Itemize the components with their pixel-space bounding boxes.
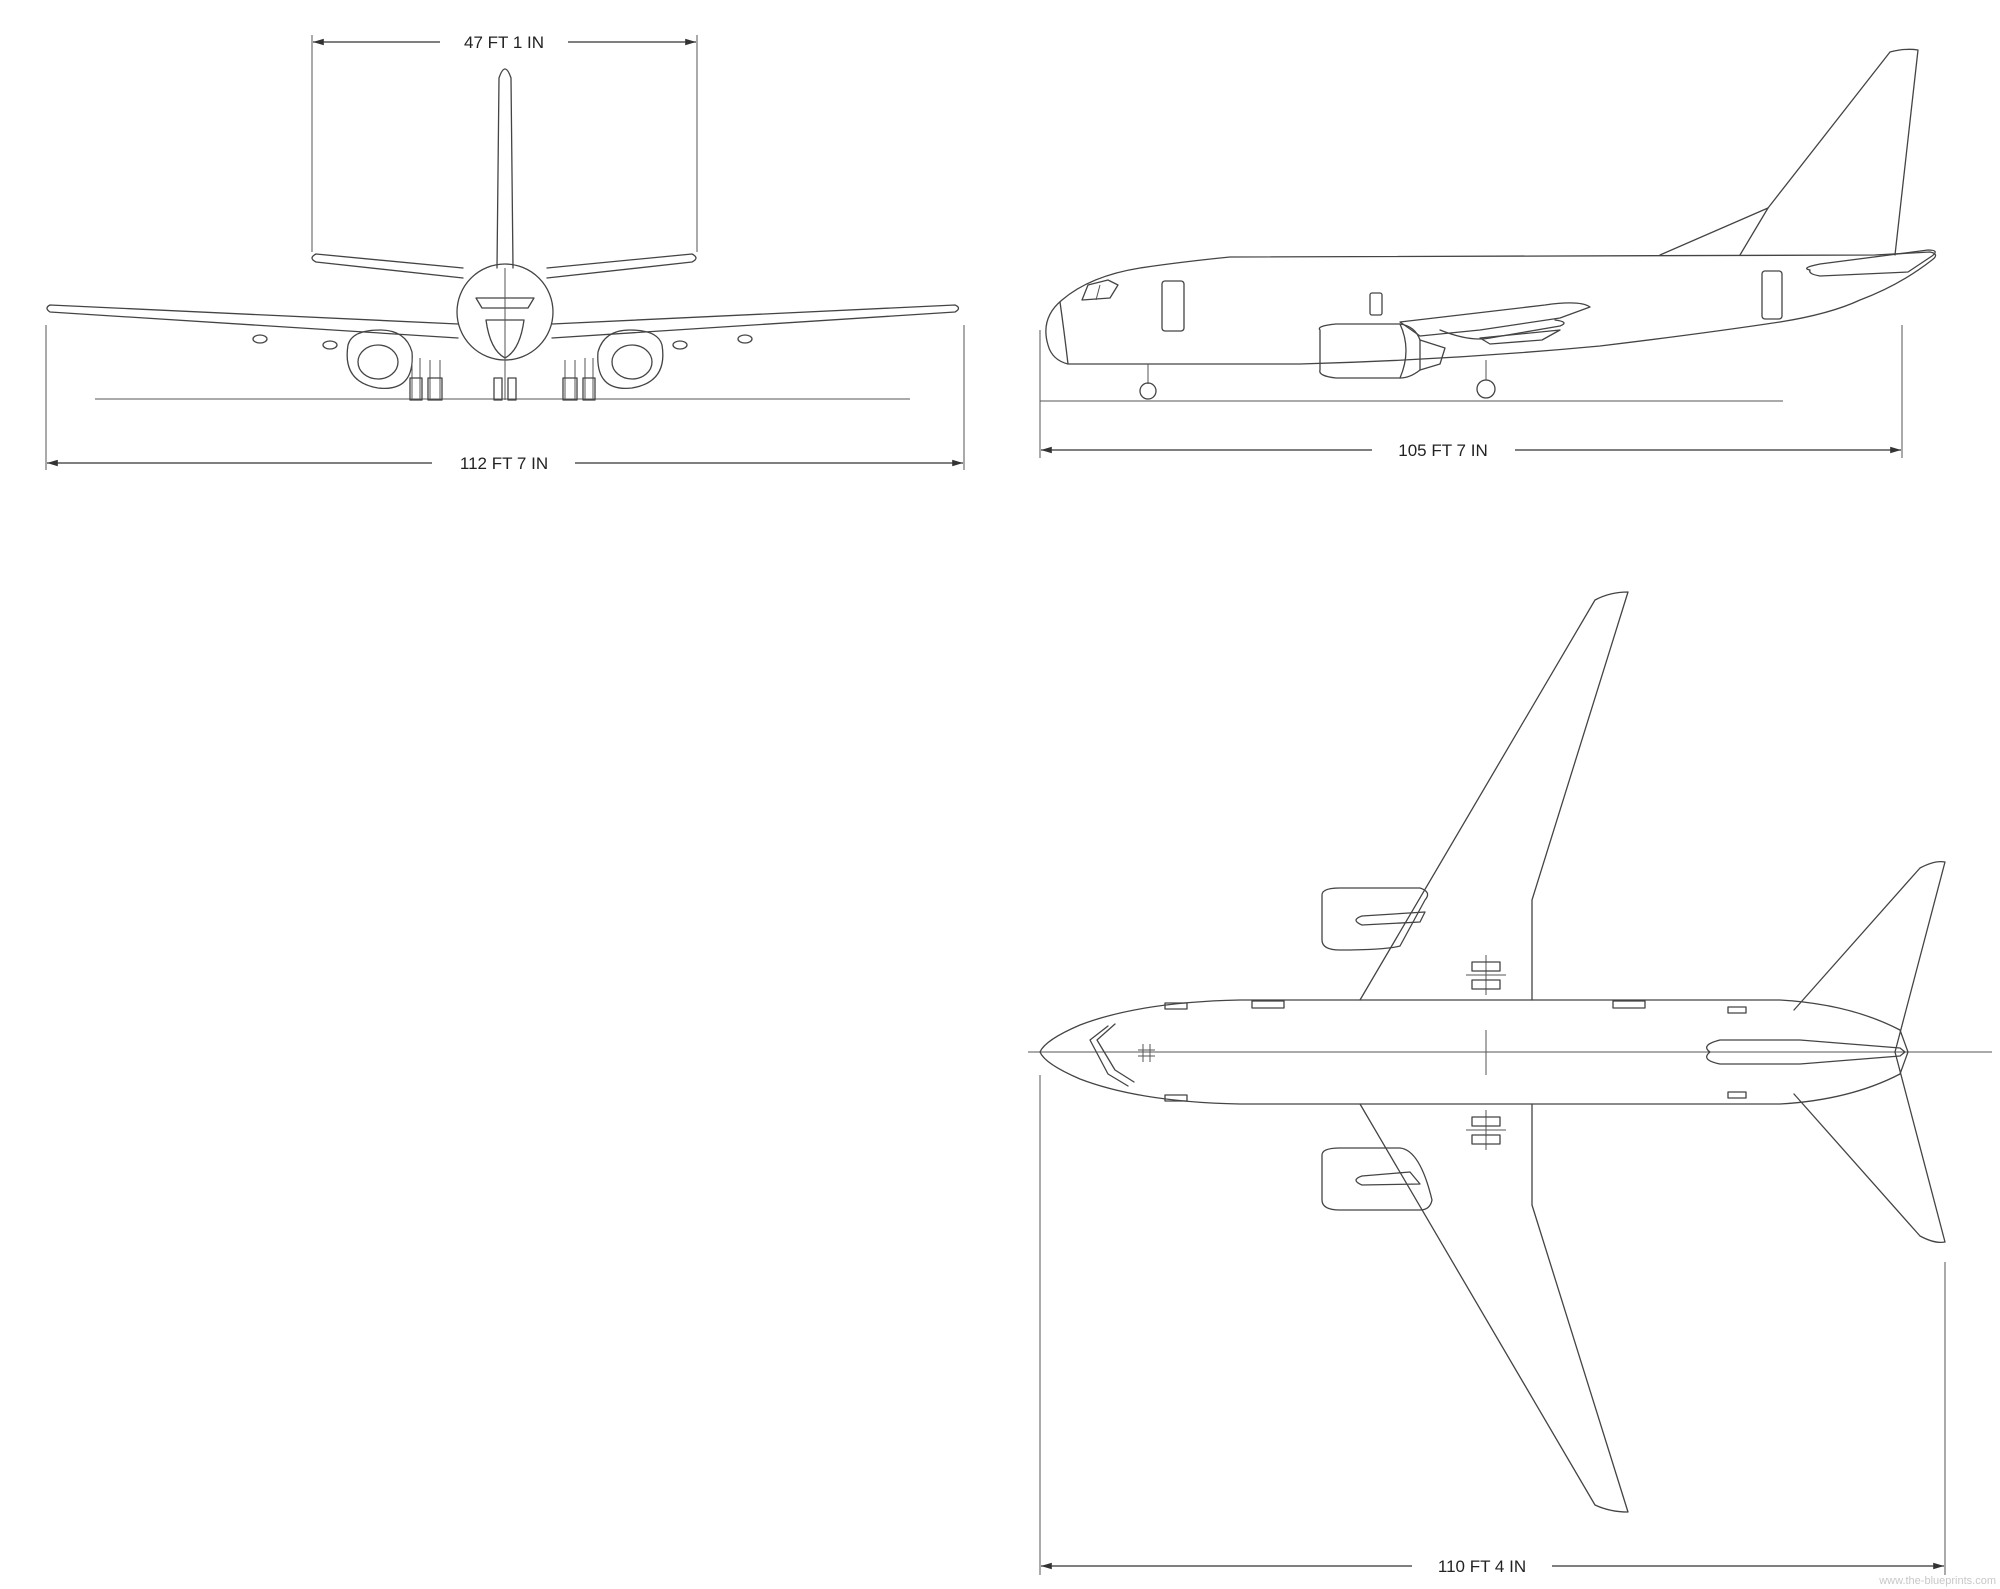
front-engine-right-inlet — [611, 344, 653, 380]
front-engine-left-inlet — [357, 344, 399, 380]
side-forward-door — [1161, 280, 1185, 332]
top-engine-lower — [1321, 1147, 1433, 1211]
top-cockpit-window-line — [1089, 1025, 1129, 1087]
top-engine-upper-pylon — [1355, 911, 1426, 926]
top-stabilizer-lower — [1793, 1051, 1946, 1244]
front-vertical-fin — [496, 68, 514, 269]
watermark: www.the-blueprints.com — [1878, 1575, 1996, 1587]
side-main-gear — [1476, 360, 1496, 399]
front-engine-right — [597, 329, 664, 389]
top-wing-lower — [1359, 1103, 1629, 1513]
side-horizontal-stabilizer — [1806, 249, 1936, 277]
top-engine-upper — [1321, 887, 1429, 951]
top-cockpit-window-line-inner — [1096, 1023, 1135, 1083]
top-length-label: 110 FT 4 IN — [1438, 1557, 1526, 1576]
top-engine-lower-pylon — [1355, 1171, 1421, 1186]
top-view: 110 FT 4 IN — [1028, 591, 1992, 1576]
top-gear-marker-lower — [1466, 1110, 1506, 1150]
wing-span-label: 112 FT 7 IN — [460, 454, 548, 473]
side-flap — [1439, 319, 1565, 340]
top-stabilizer-upper — [1793, 860, 1946, 1053]
side-engine-exhaust — [1419, 339, 1446, 371]
front-stabilizer-right — [546, 253, 697, 279]
top-forward-marker — [1138, 1044, 1155, 1062]
side-cockpit-windows — [1081, 279, 1119, 301]
side-flap-fairing — [1479, 329, 1561, 345]
front-main-gear-left — [409, 358, 443, 401]
side-nose-radome-line — [1059, 301, 1069, 365]
top-vertical-fin — [1706, 1039, 1906, 1065]
front-view: 47 FT 1 IN 112 FT 7 IN — [45, 33, 965, 473]
front-fairing — [252, 334, 268, 344]
front-nose-gear — [493, 360, 517, 401]
front-cockpit-windows — [475, 297, 535, 309]
top-gear-marker-upper — [1466, 955, 1506, 995]
front-fairing — [737, 334, 753, 344]
front-main-gear-right — [562, 358, 596, 401]
side-length-label: 105 FT 7 IN — [1398, 441, 1487, 460]
top-wing-upper — [1359, 591, 1629, 1001]
front-stabilizer-left — [311, 253, 464, 279]
side-vertical-fin — [1739, 48, 1919, 256]
side-engine-nacelle — [1318, 323, 1421, 379]
front-wing-right — [551, 304, 960, 339]
side-cockpit-frame — [1095, 284, 1101, 301]
side-fuselage — [1045, 251, 1937, 365]
top-fuselage — [1039, 999, 1909, 1105]
front-fairing — [672, 340, 688, 350]
side-overwing-exit — [1369, 292, 1383, 316]
side-aft-door — [1761, 270, 1783, 320]
side-view: 105 FT 7 IN — [1039, 48, 1937, 460]
side-dorsal-fin — [1659, 207, 1769, 256]
front-wing-left — [46, 304, 459, 339]
front-fairing — [322, 340, 338, 350]
tail-span-label: 47 FT 1 IN — [464, 33, 544, 52]
side-wing — [1399, 302, 1591, 337]
front-engine-left — [346, 329, 413, 389]
top-door-markers — [1164, 1000, 1747, 1102]
side-engine-cowl-line — [1399, 323, 1407, 379]
side-nose-gear — [1139, 364, 1157, 400]
